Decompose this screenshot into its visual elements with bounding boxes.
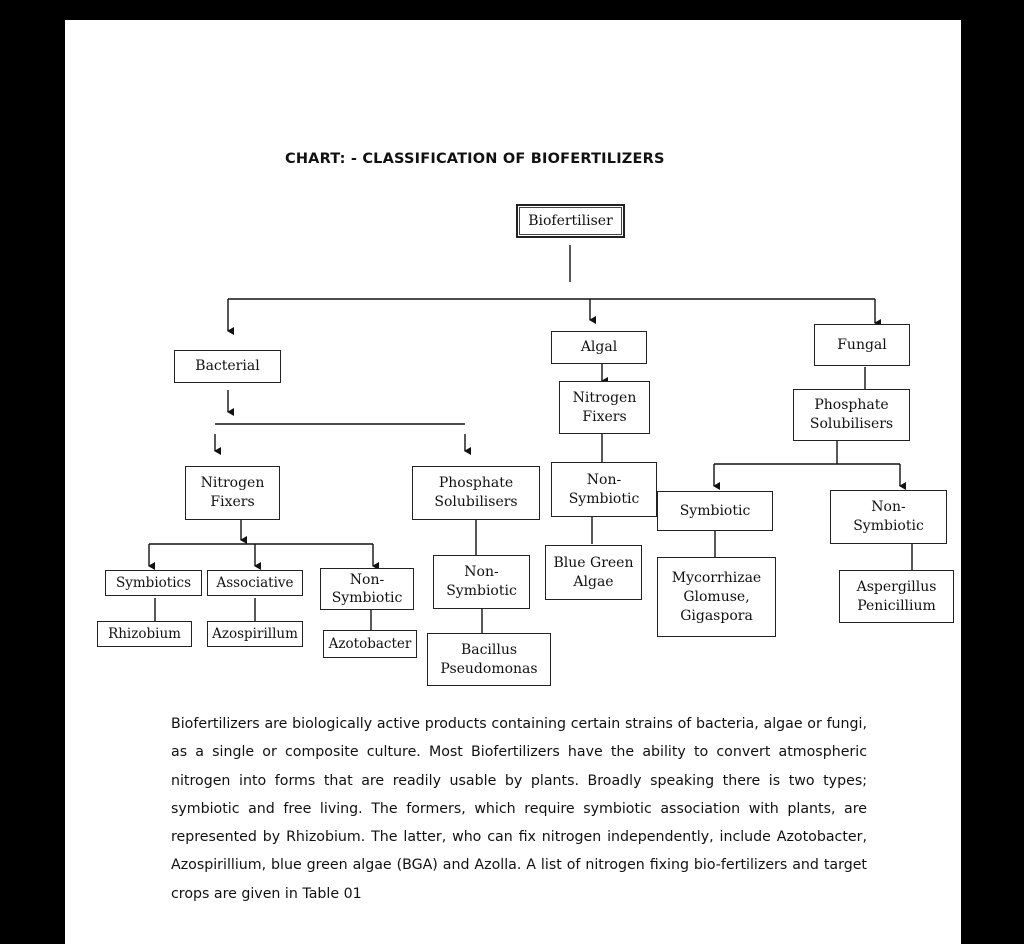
node-azospirillum: Azospirillum bbox=[207, 621, 303, 647]
body-paragraph: Biofertilizers are biologically active p… bbox=[171, 716, 867, 902]
chart-title: CHART: - CLASSIFICATION OF BIOFERTILIZER… bbox=[285, 151, 665, 167]
node-mycorrhizae: Mycorrhizae Glomuse, Gigaspora bbox=[657, 557, 776, 637]
node-azotobacter: Azotobacter bbox=[323, 630, 417, 658]
node-algal: Algal bbox=[551, 331, 647, 364]
node-biofertiliser: Biofertiliser bbox=[516, 204, 625, 238]
node-nitrogen-fixers-bacterial: Nitrogen Fixers bbox=[185, 466, 280, 520]
document-page: CHART: - CLASSIFICATION OF BIOFERTILIZER… bbox=[65, 20, 961, 944]
node-bacillus-pseudomonas: Bacillus Pseudomonas bbox=[427, 633, 551, 686]
node-fungal: Fungal bbox=[814, 324, 910, 366]
node-non-symbiotic-bacterial: Non- Symbiotic bbox=[320, 568, 414, 610]
node-symbiotic-fungal: Symbiotic bbox=[657, 491, 773, 531]
node-non-symbiotic-fungal: Non- Symbiotic bbox=[830, 490, 947, 544]
node-non-symbiotic-phosphate: Non- Symbiotic bbox=[433, 555, 530, 609]
node-non-symbiotic-algal: Non- Symbiotic bbox=[551, 462, 657, 517]
node-nitrogen-fixers-algal: Nitrogen Fixers bbox=[559, 381, 650, 434]
node-phosphate-solubilisers-fungal: Phosphate Solubilisers bbox=[793, 389, 910, 441]
connector-lines bbox=[148, 245, 913, 633]
node-symbiotics: Symbiotics bbox=[105, 570, 202, 596]
node-rhizobium: Rhizobium bbox=[97, 621, 192, 647]
node-associative: Associative bbox=[207, 570, 303, 596]
node-bacterial: Bacterial bbox=[174, 350, 281, 383]
node-blue-green-algae: Blue Green Algae bbox=[545, 545, 642, 600]
node-phosphate-solubilisers-bacterial: Phosphate Solubilisers bbox=[412, 466, 540, 520]
node-aspergillus-penicillium: Aspergillus Penicillium bbox=[839, 570, 954, 623]
